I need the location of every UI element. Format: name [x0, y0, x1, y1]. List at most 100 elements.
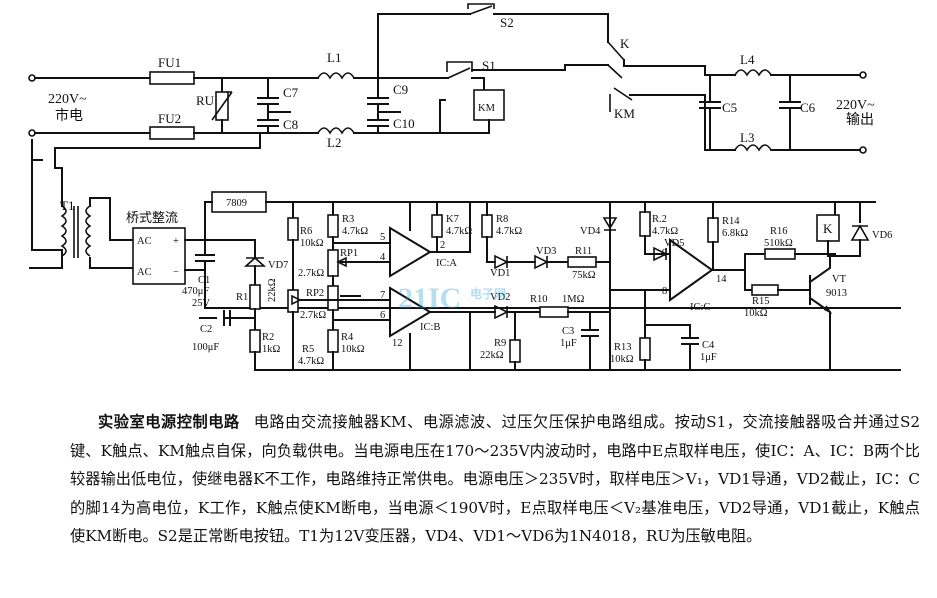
label-r3-value: 4.7kΩ: [342, 226, 368, 237]
label-s2: S2: [500, 15, 514, 30]
label-r10-value: 1MΩ: [562, 294, 585, 305]
label-c3: C3: [562, 326, 574, 337]
label-t1: T1: [60, 198, 74, 213]
label-r5: R5: [302, 344, 314, 355]
label-rp1: RP1: [340, 248, 358, 259]
watermark-subtext: 电子网: [470, 286, 506, 301]
caption-title: 实验室电源控制电路: [98, 413, 240, 431]
label-r8: R8: [496, 214, 508, 225]
label-vt: VT: [832, 274, 847, 285]
label-c3-value: 1μF: [560, 338, 577, 349]
label-pin5: 5: [380, 232, 385, 243]
label-rp2-value: 2.7kΩ: [300, 310, 326, 321]
label-l1: L1: [327, 50, 341, 65]
label-k-contact: K: [620, 36, 630, 51]
label-r11-value: 75kΩ: [572, 270, 596, 281]
label-r2: R2: [262, 332, 274, 343]
label-c1: C1: [198, 275, 210, 286]
label-pin2: 2: [440, 240, 445, 251]
label-vd1: VD1: [490, 268, 510, 279]
label-r9-value: 22kΩ: [480, 350, 504, 361]
output-voltage-label: 220V~: [836, 98, 875, 113]
label-vd4: VD4: [580, 226, 601, 237]
label-fu2: FU2: [158, 111, 181, 126]
label-ac1: AC: [137, 236, 152, 247]
label-l3: L3: [740, 130, 754, 145]
label-r7: K7: [446, 214, 459, 225]
label-c1-voltage: 25V: [192, 298, 211, 309]
label-r16-value: 510kΩ: [764, 238, 793, 249]
label-r15-value: 10kΩ: [744, 308, 768, 319]
label-pin7: 7: [380, 290, 385, 301]
label-vd7: VD7: [268, 260, 288, 271]
label-r8-value: 4.7kΩ: [496, 226, 522, 237]
watermark: 21IC 电子网: [398, 282, 506, 315]
label-r14-value: 6.8kΩ: [722, 228, 748, 239]
label-km-coil: KM: [478, 103, 496, 114]
label-r9: R9: [494, 338, 506, 349]
label-r2-value: 1kΩ: [262, 344, 281, 355]
label-c2-value: 100μF: [192, 342, 219, 353]
caption-paragraph: 实验室电源控制电路电路由交流接触器KM、电源滤波、过压欠压保护电路组成。按动S1…: [70, 408, 920, 551]
label-pin8: 8: [662, 286, 667, 297]
label-r10: R10: [530, 294, 548, 305]
label-c2: C2: [200, 324, 212, 335]
label-r16: R16: [770, 226, 788, 237]
label-r5-value: 4.7kΩ: [298, 356, 324, 367]
label-r7-value: 4.7kΩ: [446, 226, 472, 237]
label-c10: C10: [393, 116, 415, 131]
label-fu1: FU1: [158, 55, 181, 70]
label-rp2: RP2: [306, 288, 324, 299]
label-ic-a: IC:A: [436, 258, 457, 269]
label-c4: C4: [702, 340, 715, 351]
label-r13: R13: [614, 342, 632, 353]
label-vd6: VD6: [872, 230, 892, 241]
label-km-contact: KM: [614, 106, 635, 121]
label-vd2: VD2: [490, 292, 510, 303]
wiring: [28, 3, 901, 371]
watermark-logo: 21IC: [398, 282, 461, 315]
label-c8: C8: [283, 117, 298, 132]
label-r4: R4: [341, 332, 354, 343]
caption-body: 电路由交流接触器KM、电源滤波、过压欠压保护电路组成。按动S1，交流接触器吸合并…: [70, 413, 921, 545]
label-c7: C7: [283, 85, 299, 100]
label-r12: R.2: [652, 214, 667, 225]
label-pin12: 12: [392, 338, 403, 349]
label-vd3: VD3: [536, 246, 556, 257]
label-c6: C6: [800, 100, 816, 115]
label-c5: C5: [722, 100, 737, 115]
label-pin4: 4: [380, 252, 386, 263]
label-ic-b: IC:B: [420, 322, 440, 333]
label-c4-value: 1μF: [700, 352, 717, 363]
label-s1: S1: [482, 58, 496, 73]
label-r15: R15: [752, 296, 770, 307]
label-l4: L4: [740, 52, 755, 67]
label-k-relay: K: [823, 221, 833, 236]
component-labels: 220V~ 市电 FU1 FU2 RU L1 L2 C7 C8 C9 C10 S…: [48, 15, 892, 367]
label-ic-c: IC:C: [690, 302, 710, 313]
label-r13-value: 10kΩ: [610, 354, 634, 365]
label-r1: R1: [236, 292, 248, 303]
label-minus: −: [173, 267, 179, 278]
label-r1-value: 22kΩ: [267, 278, 278, 302]
output-label: 输出: [846, 112, 874, 128]
label-c9: C9: [393, 82, 408, 97]
label-pin9: 9: [662, 248, 667, 259]
label-ru: RU: [196, 93, 215, 108]
input-voltage-label: 220V~: [48, 92, 87, 107]
label-bridge: 桥式整流: [126, 210, 178, 225]
label-vt-value: 9013: [826, 288, 847, 299]
label-r12-value: 4.7kΩ: [652, 226, 678, 237]
label-pin6: 6: [380, 310, 385, 321]
label-r6-value: 10kΩ: [300, 238, 324, 249]
label-r11: R11: [575, 246, 592, 257]
label-pin14: 14: [716, 274, 727, 285]
label-r4-value: 10kΩ: [341, 344, 365, 355]
label-rp1-value: 2.7kΩ: [298, 268, 324, 279]
circuit-schematic: 220V~ 市电 FU1 FU2 RU L1 L2 C7 C8 C9 C10 S…: [28, 3, 901, 371]
label-l2: L2: [327, 135, 341, 150]
label-r14: R14: [722, 216, 740, 227]
label-c1-value: 470μF: [182, 286, 209, 297]
label-7809: 7809: [226, 198, 247, 209]
label-r6: R6: [300, 226, 312, 237]
